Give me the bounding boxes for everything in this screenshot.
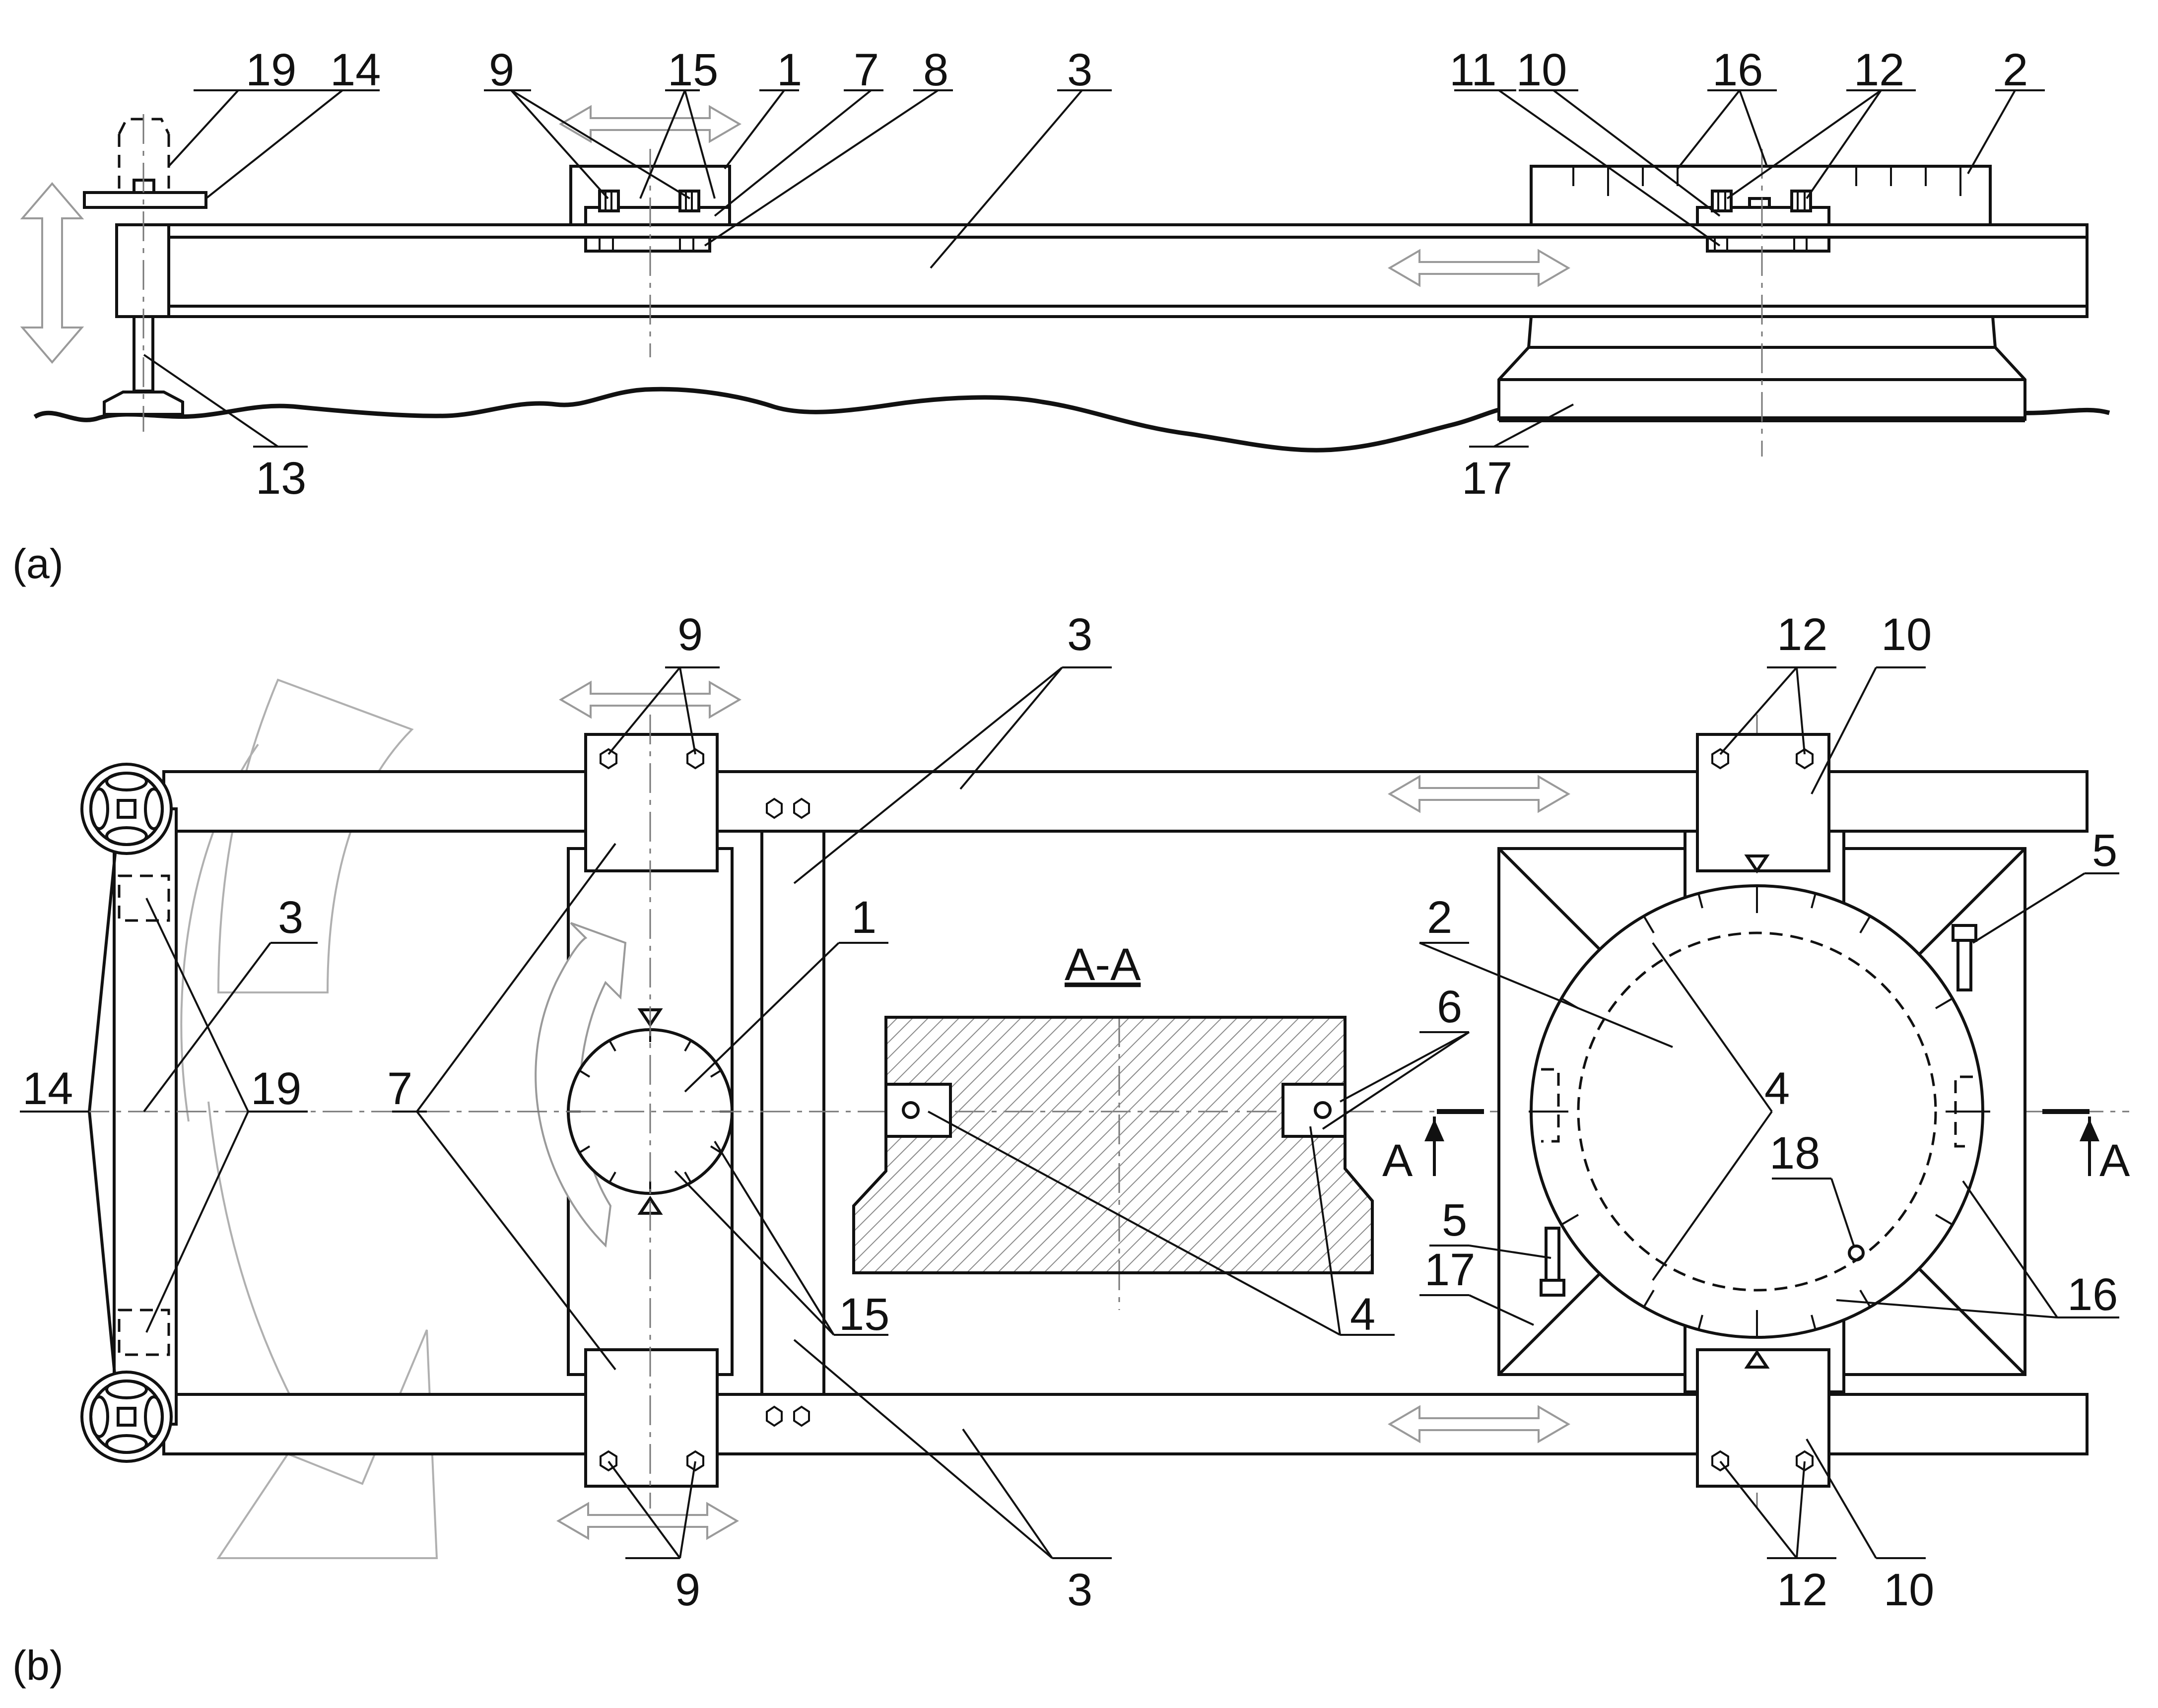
label-13: 13 [256,453,306,504]
leaders-b [20,666,2119,1559]
jack-foot [103,391,184,416]
carriage-arrow-top [559,680,742,719]
label-17: 17 [1462,453,1512,504]
label-19: 19 [251,1063,301,1114]
label-15: 15 [839,1289,889,1340]
beam-arrow-bottom [1388,1405,1570,1444]
label-4-section: 4 [1350,1289,1375,1340]
carriage-arrow-a [559,105,742,143]
handwheel-bottom [80,1371,173,1463]
section-title: A-A [1065,939,1141,990]
label-1: 1 [851,892,877,943]
label-19: 19 [246,45,296,95]
label-16: 16 [1712,45,1763,95]
label-3-top: 3 [1067,609,1092,660]
vertical-arrow [20,182,84,364]
label-3-left: 3 [278,892,303,943]
label-9-top: 9 [677,609,703,660]
clamp-top-7 [584,733,719,872]
label-14: 14 [22,1063,73,1114]
hole-18 [1848,1245,1865,1261]
beam-arrow-a [1388,249,1570,287]
label-6: 6 [1437,982,1462,1032]
handwheel-14 [83,191,207,209]
svg-text:A: A [1382,1135,1413,1186]
label-7: 7 [387,1063,412,1114]
label-1: 1 [777,45,802,95]
bolt-5-top [1952,924,1977,991]
label-12-top: 12 [1777,609,1827,660]
hole-19-top [118,874,170,922]
rotation-sweep [217,678,414,993]
leaders-a [143,89,2045,448]
label-14: 14 [330,45,381,95]
label-15: 15 [668,45,718,95]
inner-dashed-circle [1577,931,1937,1292]
label-8: 8 [923,45,948,95]
label-10: 10 [1516,45,1567,95]
clamp-bottom-10 [1696,1348,1830,1488]
label-17: 17 [1424,1245,1475,1295]
label-18: 18 [1769,1128,1820,1179]
handwheel-top [80,763,173,855]
clamp-top-10 [1696,733,1830,872]
panel-label-b: (b) [12,1642,64,1689]
label-9-bottom: 9 [675,1565,700,1615]
section-marker-left: A [1382,1109,1484,1186]
label-5-bottom: 5 [1442,1195,1467,1246]
label-10-top: 10 [1881,609,1932,660]
section-profile [852,1016,1374,1274]
plan-view: A-A [12,609,2130,1689]
section-marker-right: A [2042,1109,2130,1186]
beam-arrow-top [1388,775,1570,813]
label-5-top: 5 [2092,825,2117,876]
hole-19-bottom [118,1309,170,1356]
label-4: 4 [1764,1063,1790,1114]
bolt-5-bottom [1540,1227,1565,1297]
cross-bar-left [113,807,178,1426]
label-12: 12 [1854,45,1904,95]
handle-19-dashed [118,118,170,194]
label-3-bottom: 3 [1067,1565,1092,1615]
label-11: 11 [1449,45,1497,95]
scale-disk-plan-2 [1530,884,1984,1339]
label-9: 9 [489,45,514,95]
label-16: 16 [2067,1269,2118,1320]
label-2: 2 [2003,45,2028,95]
svg-text:A: A [2099,1135,2130,1186]
label-7: 7 [854,45,879,95]
label-12-bottom: 12 [1777,1565,1827,1615]
carriage-arrow-bottom [556,1502,739,1540]
label-10-bottom: 10 [1884,1565,1934,1615]
socket-6-right [1281,1083,1347,1138]
clamp-bottom-7 [584,1348,719,1488]
cross-bar-middle [760,830,825,1396]
label-2: 2 [1427,892,1452,943]
panel-label-a: (a) [12,540,64,587]
side-view: 19 14 9 15 1 7 8 3 11 10 16 12 2 13 17 (… [12,45,2110,587]
label-3: 3 [1067,45,1092,95]
